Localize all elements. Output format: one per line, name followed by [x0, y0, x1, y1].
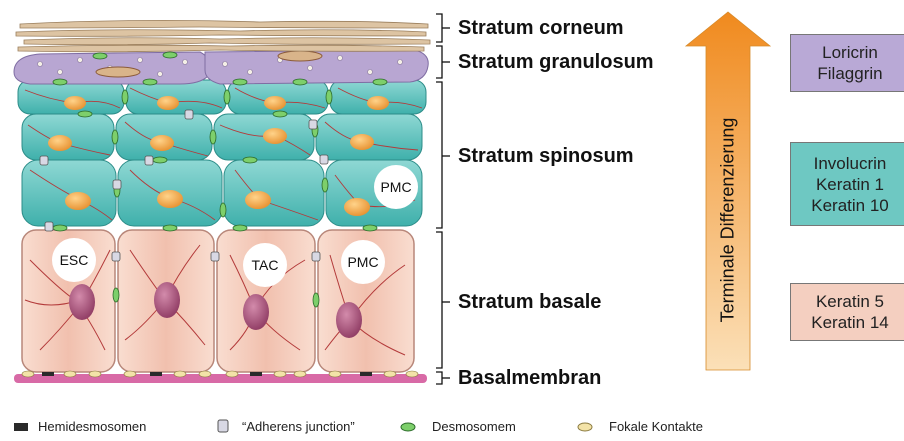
spinous-nucleus	[344, 198, 370, 216]
basal-nucleus	[336, 302, 362, 338]
marker-filaggrin: Filaggrin	[791, 63, 904, 84]
corneocyte	[16, 30, 426, 37]
spinous-cell	[126, 80, 226, 114]
stratum-basale-layer: ESC TAC PMC	[22, 230, 414, 372]
marker-keratin-5: Keratin 5	[791, 291, 904, 312]
marker-box-basale: Keratin 5 Keratin 14	[790, 283, 904, 341]
spinous-cell	[22, 160, 116, 226]
spinous-nucleus	[157, 96, 179, 110]
spinous-nucleus	[64, 96, 86, 110]
desmosome-legend-icon	[401, 423, 415, 431]
corneocyte	[20, 20, 428, 28]
stratum-granulosum-label: Stratum granulosum	[458, 51, 654, 74]
pmc-basal-label: PMC	[347, 254, 378, 270]
marker-box-granulosum: Loricrin Filaggrin	[790, 34, 904, 92]
basal-nucleus	[69, 284, 95, 320]
stratum-spinosum-label: Stratum spinosum	[458, 145, 634, 168]
stratum-granulosum-layer	[14, 50, 428, 84]
granular-nucleus	[278, 51, 322, 61]
adherens-legend-icon	[218, 420, 228, 432]
basal-nucleus	[243, 294, 269, 330]
legend-desmosomem-label: Desmosomem	[432, 419, 516, 434]
layer-brackets	[436, 14, 450, 384]
spinous-nucleus	[367, 96, 389, 110]
marker-loricrin: Loricrin	[791, 42, 904, 63]
spinous-nucleus	[350, 134, 374, 150]
pmc-spinous-label: PMC	[380, 179, 411, 195]
marker-involucrin: Involucrin	[791, 153, 904, 174]
legend-fokale-label: Fokale Kontakte	[609, 419, 703, 434]
corneocyte	[24, 38, 430, 45]
hemidesmosome-legend-icon	[14, 423, 28, 431]
spinous-cell	[224, 160, 324, 226]
granular-nucleus	[96, 67, 140, 77]
basalmembran-label: Basalmembran	[458, 367, 601, 390]
spinous-nucleus	[264, 96, 286, 110]
stratum-basale-label: Stratum basale	[458, 291, 601, 314]
stratum-corneum-label: Stratum corneum	[458, 17, 624, 40]
tac-label: TAC	[252, 257, 279, 273]
esc-label: ESC	[60, 252, 89, 268]
spinous-nucleus	[245, 191, 271, 209]
corneocyte	[18, 45, 424, 52]
spinous-nucleus	[48, 135, 72, 151]
marker-box-spinosum: Involucrin Keratin 1 Keratin 10	[790, 142, 904, 226]
spinous-nucleus	[157, 190, 183, 208]
stratum-corneum-layer	[16, 20, 430, 51]
marker-keratin-14: Keratin 14	[791, 312, 904, 333]
spinous-nucleus	[263, 128, 287, 144]
focal-contact-legend-icon	[578, 423, 592, 431]
spinous-nucleus	[65, 192, 91, 210]
legend-hemidesmosomen-label: Hemidesmosomen	[38, 419, 146, 434]
differentiation-arrow-label: Terminale Differenzierung	[718, 118, 739, 323]
basal-nucleus	[154, 282, 180, 318]
legend-adherens-label: “Adherens junction”	[242, 419, 355, 434]
marker-keratin-1: Keratin 1	[791, 174, 904, 195]
marker-keratin-10: Keratin 10	[791, 195, 904, 216]
spinous-nucleus	[150, 135, 174, 151]
